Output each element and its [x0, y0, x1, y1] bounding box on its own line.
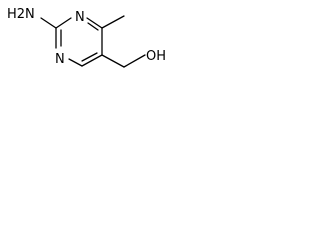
bond-n1-c6 [86, 17, 103, 29]
bond-c5-ch2 [101, 54, 125, 68]
ring-nitrogen-bottom-label: N [55, 52, 65, 67]
hydroxyl-label: OH [146, 49, 166, 64]
ring-nitrogen-top-label: N [75, 10, 85, 25]
bond-c4-n3 [68, 58, 83, 67]
bond-c5-c4-inner [81, 52, 98, 62]
amino-label: H2N [7, 7, 35, 22]
bond-c2-amino [40, 17, 57, 29]
structure-diagram: H2N N N OH [7, 7, 166, 68]
bond-c6-methyl [101, 15, 125, 29]
bond-n1-c6-inner [87, 22, 99, 31]
bond-c2-n1 [55, 17, 72, 29]
atom-labels: H2N N N OH [7, 7, 166, 67]
bond-lines [40, 15, 146, 68]
bond-ch2-oh [123, 54, 146, 68]
bond-c5-c4 [81, 54, 103, 67]
